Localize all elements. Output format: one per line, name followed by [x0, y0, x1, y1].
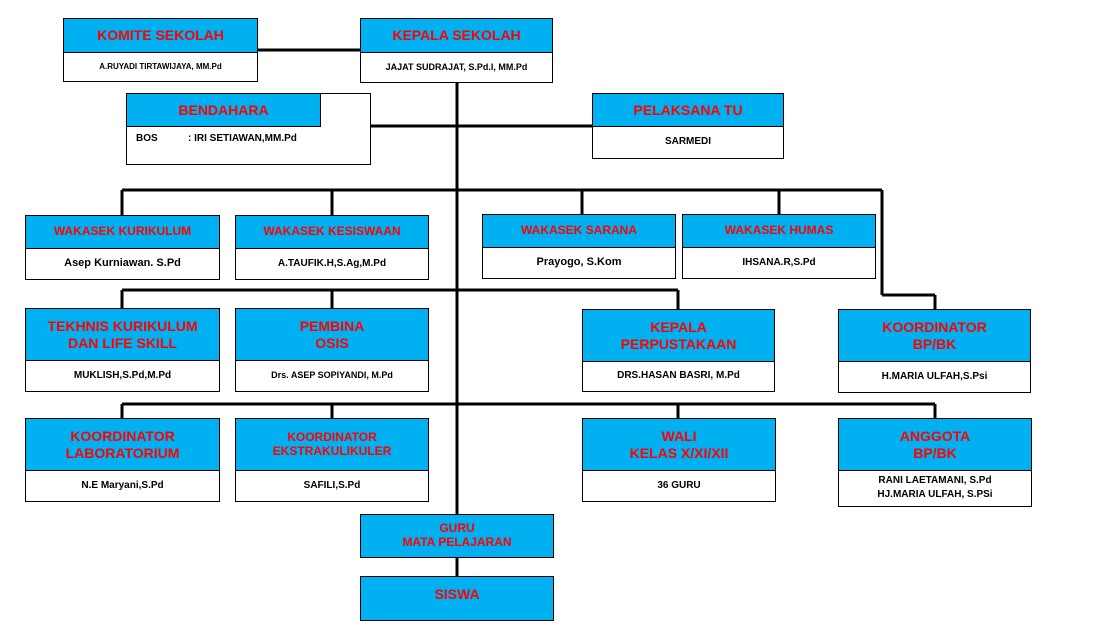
siswa-box: SISWA — [360, 576, 554, 621]
koordinator-bpbk-name: H.MARIA ULFAH,S.Psi — [881, 370, 988, 382]
kepala-sekolah-box: KEPALA SEKOLAH JAJAT SUDRAJAT, S.Pd.I, M… — [360, 18, 553, 83]
tekhnis-title-line-2: DAN LIFE SKILL — [68, 334, 177, 351]
guru-title-line-1: GURU — [439, 521, 475, 536]
wakasek-humas-name: IHSANA.R,S.Pd — [742, 256, 816, 268]
koordinator-ekstrakulikuler-name: SAFILI,S.Pd — [303, 479, 361, 491]
kepala-sekolah-name: JAJAT SUDRAJAT, S.Pd.I, MM.Pd — [385, 61, 528, 72]
laboratorium-title-line-1: KOORDINATOR — [70, 428, 175, 445]
pembina-title-line-1: PEMBINA — [299, 318, 365, 335]
tekhnis-kurikulum-box: TEKHNIS KURIKULUM DAN LIFE SKILL MUKLISH… — [25, 308, 220, 392]
wakasek-kurikulum-box: WAKASEK KURIKULUM Asep Kurniawan. S.Pd — [25, 215, 220, 280]
anggota-bpbk-box: ANGGOTA BP/BK RANI LAETAMANI, S.Pd HJ.MA… — [838, 418, 1032, 507]
wali-kelas-title: WALI KELAS X/XI/XII — [583, 419, 775, 471]
wakasek-kurikulum-name: Asep Kurniawan. S.Pd — [64, 256, 181, 269]
wakasek-sarana-box: WAKASEK SARANA Prayogo, S.Kom — [482, 214, 676, 279]
perpustakaan-title-line-1: KEPALA — [650, 319, 707, 336]
pembina-title-line-2: OSIS — [315, 334, 349, 351]
tekhnis-kurikulum-name: MUKLISH,S.Pd,M.Pd — [73, 369, 172, 381]
perpustakaan-title-line-2: PERPUSTAKAAN — [620, 335, 737, 352]
pelaksana-tu-name: SARMEDI — [664, 136, 712, 147]
anggota-title-line-2: BP/BK — [913, 444, 957, 461]
guru-mata-pelajaran-box: GURU MATA PELAJARAN — [360, 514, 554, 558]
pelaksana-tu-box: PELAKSANA TU SARMEDI — [592, 93, 784, 159]
komite-sekolah-box: KOMITE SEKOLAH A.RUYADI TIRTAWIJAYA, MM.… — [63, 18, 258, 82]
wakasek-kurikulum-title: WAKASEK KURIKULUM — [26, 216, 219, 249]
guru-title-line-2: MATA PELAJARAN — [402, 535, 512, 549]
pembina-osis-name: Drs. ASEP SOPIYANDI, M.Pd — [271, 370, 393, 381]
anggota-title-line-1: ANGGOTA — [899, 428, 971, 445]
wakasek-sarana-name: Prayogo, S.Kom — [536, 255, 622, 268]
ekstrakulikuler-title-line-2: EKSTRAKULIKULER — [272, 443, 392, 458]
wakasek-kesiswaan-name: A.TAUFIK.H,S.Ag,M.Pd — [277, 257, 387, 269]
kepala-perpustakaan-name: DRS.HASAN BASRI, M.Pd — [617, 370, 740, 381]
tekhnis-kurikulum-title: TEKHNIS KURIKULUM DAN LIFE SKILL — [26, 309, 219, 361]
guru-mata-pelajaran-title: GURU MATA PELAJARAN — [361, 515, 553, 557]
bendahara-detail: BOS : IRI SETIAWAN,MM.Pd — [136, 133, 297, 144]
wakasek-kesiswaan-box: WAKASEK KESISWAAN A.TAUFIK.H,S.Ag,M.Pd — [235, 215, 429, 280]
koordinator-laboratorium-box: KOORDINATOR LABORATORIUM N.E Maryani,S.P… — [25, 418, 220, 502]
koordinator-laboratorium-name: N.E Maryani,S.Pd — [81, 479, 164, 491]
wali-title-line-1: WALI — [661, 428, 697, 445]
koordinator-bpbk-title-line-1: KOORDINATOR — [882, 319, 987, 336]
koordinator-bpbk-box: KOORDINATOR BP/BK H.MARIA ULFAH,S.Psi — [838, 309, 1031, 393]
pelaksana-tu-title: PELAKSANA TU — [593, 94, 783, 127]
anggota-name-1: RANI LAETAMANI, S.Pd — [878, 475, 992, 486]
komite-sekolah-name: A.RUYADI TIRTAWIJAYA, MM.Pd — [99, 61, 222, 71]
wakasek-humas-box: WAKASEK HUMAS IHSANA.R,S.Pd — [682, 214, 876, 279]
kepala-sekolah-title: KEPALA SEKOLAH — [361, 19, 552, 53]
koordinator-laboratorium-title: KOORDINATOR LABORATORIUM — [26, 419, 219, 471]
anggota-name-2: HJ.MARIA ULFAH, S.PSi — [877, 489, 993, 500]
tekhnis-title-line-1: TEKHNIS KURIKULUM — [47, 318, 198, 335]
siswa-title: SISWA — [361, 577, 553, 620]
koordinator-bpbk-title-line-2: BP/BK — [912, 335, 957, 352]
wakasek-sarana-title: WAKASEK SARANA — [483, 215, 675, 248]
pembina-osis-box: PEMBINA OSIS Drs. ASEP SOPIYANDI, M.Pd — [235, 308, 429, 392]
ekstrakulikuler-title-line-1: KOORDINATOR — [287, 429, 377, 444]
bendahara-label: BOS — [136, 133, 158, 144]
wakasek-humas-title: WAKASEK HUMAS — [683, 215, 875, 248]
bendahara-title: BENDAHARA — [127, 94, 321, 127]
bendahara-box: BENDAHARA BOS : IRI SETIAWAN,MM.Pd — [126, 93, 371, 165]
laboratorium-title-line-2: LABORATORIUM — [65, 444, 180, 461]
wali-kelas-name: 36 GURU — [657, 479, 701, 491]
wali-kelas-box: WALI KELAS X/XI/XII 36 GURU — [582, 418, 776, 502]
koordinator-ekstrakulikuler-box: KOORDINATOR EKSTRAKULIKULER SAFILI,S.Pd — [235, 418, 429, 502]
koordinator-bpbk-title: KOORDINATOR BP/BK — [839, 310, 1030, 362]
wali-title-line-2: KELAS X/XI/XII — [629, 444, 729, 461]
bendahara-name: : IRI SETIAWAN,MM.Pd — [188, 133, 297, 144]
pembina-osis-title: PEMBINA OSIS — [236, 309, 428, 361]
wakasek-kesiswaan-title: WAKASEK KESISWAAN — [236, 216, 428, 249]
anggota-bpbk-names: RANI LAETAMANI, S.Pd HJ.MARIA ULFAH, S.P… — [839, 474, 1031, 502]
komite-sekolah-title: KOMITE SEKOLAH — [64, 19, 257, 53]
kepala-perpustakaan-box: KEPALA PERPUSTAKAAN DRS.HASAN BASRI, M.P… — [582, 309, 775, 392]
kepala-perpustakaan-title: KEPALA PERPUSTAKAAN — [583, 310, 774, 362]
koordinator-ekstrakulikuler-title: KOORDINATOR EKSTRAKULIKULER — [236, 419, 428, 471]
anggota-bpbk-title: ANGGOTA BP/BK — [839, 419, 1031, 471]
